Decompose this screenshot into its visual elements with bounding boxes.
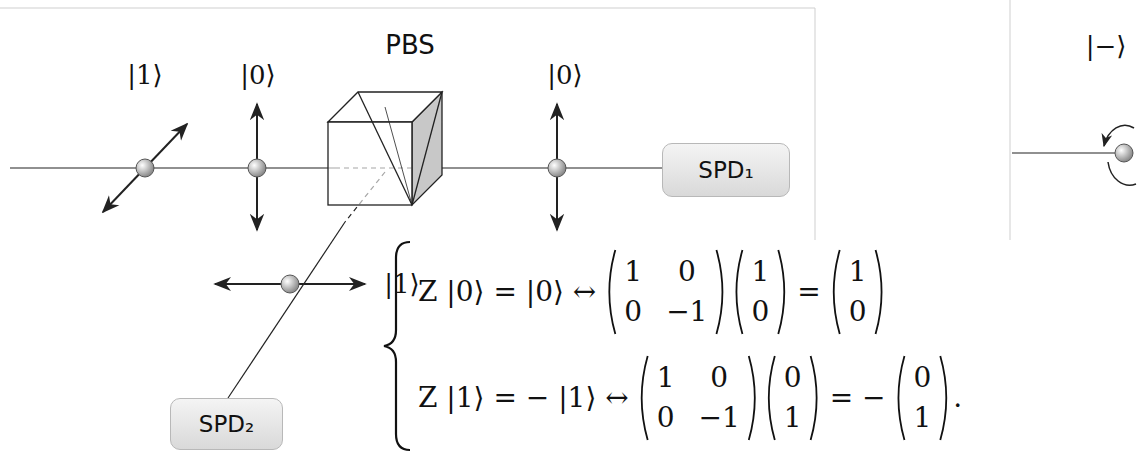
label: 1: [849, 258, 867, 286]
parenthesis: [769, 356, 775, 440]
photon-diagonal: [103, 124, 187, 212]
panel-border: [0, 8, 815, 9]
detector-label: SPD₂: [199, 411, 254, 437]
panel-border: [815, 8, 816, 240]
label: =: [797, 278, 820, 306]
label: 0: [913, 364, 931, 392]
parenthesis: [811, 356, 817, 440]
detector-box: SPD₁: [662, 143, 790, 197]
photon-vertical: [548, 104, 566, 230]
label: |−⟩: [1086, 33, 1127, 59]
label: |1⟩: [127, 62, 162, 88]
parenthesis: [778, 250, 784, 334]
parenthesis: [716, 250, 722, 334]
label: 0: [657, 404, 675, 432]
label: −1: [699, 404, 740, 432]
label: −1: [666, 298, 707, 326]
label: 0: [678, 258, 696, 286]
parenthesis: [940, 356, 946, 440]
label: PBS: [385, 32, 435, 58]
photon-circular: [1104, 125, 1136, 185]
beam: [415, 167, 662, 168]
label: .: [953, 384, 962, 412]
parenthesis: [609, 250, 615, 334]
label: 0: [784, 364, 802, 392]
beam: [10, 167, 335, 168]
label: |0⟩: [240, 62, 275, 88]
label: 0: [710, 364, 728, 392]
parenthesis: [736, 250, 742, 334]
parenthesis: [876, 250, 882, 334]
label: 0: [751, 298, 769, 326]
label: Z |1⟩ = − |1⟩ ↔: [418, 384, 629, 412]
label: 1: [913, 404, 931, 432]
parenthesis: [834, 250, 840, 334]
beam: [1012, 152, 1115, 153]
label: 1: [624, 258, 642, 286]
detector-box: SPD₂: [170, 398, 283, 450]
label: = −: [830, 384, 886, 412]
panel-border: [1010, 0, 1011, 240]
label: 0: [849, 298, 867, 326]
detector-label: SPD₁: [698, 157, 753, 183]
label: 1: [751, 258, 769, 286]
label: 1: [784, 404, 802, 432]
label: |0⟩: [547, 62, 582, 88]
parenthesis: [642, 356, 648, 440]
beam: [228, 222, 345, 398]
label: 1: [657, 364, 675, 392]
label: 0: [624, 298, 642, 326]
label: Z |0⟩ = |0⟩ ↔: [418, 278, 596, 306]
pbs-cube: [328, 92, 442, 205]
parenthesis: [898, 356, 904, 440]
parenthesis: [749, 356, 755, 440]
photon-vertical: [248, 104, 266, 230]
label: |1⟩: [384, 271, 419, 297]
photon-horizontal: [215, 275, 365, 293]
